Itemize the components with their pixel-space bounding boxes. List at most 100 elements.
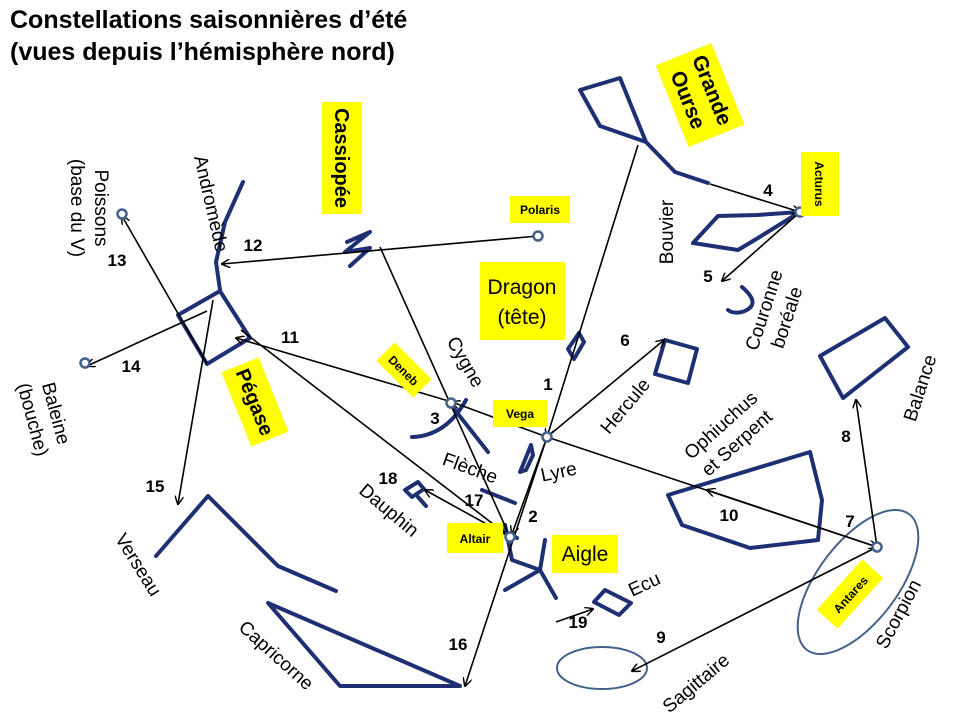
tag-cassiopee: Cassiopée <box>322 102 362 214</box>
fleche-figure <box>480 488 517 505</box>
star-antares <box>871 541 883 553</box>
number-5: 5 <box>703 267 712 286</box>
label-sagittaire: Sagittaire <box>659 650 734 718</box>
label-poissons: Poissons (base du V) <box>66 159 111 257</box>
pegase-figure <box>176 289 252 366</box>
arrow-numbers: 1 2 3 4 5 6 7 8 9 10 11 12 13 14 15 16 1… <box>108 181 855 654</box>
number-18: 18 <box>379 469 398 488</box>
number-3: 3 <box>430 409 439 428</box>
arrow-17 <box>240 329 511 538</box>
label-verseau: Verseau <box>110 530 165 600</box>
number-6: 6 <box>620 331 629 350</box>
number-12: 12 <box>244 236 263 255</box>
grande-ourse-figure <box>578 76 710 185</box>
star-deneb <box>445 397 457 409</box>
number-17: 17 <box>465 491 484 510</box>
label-dauphin: Dauphin <box>355 480 423 542</box>
label-bouvier: Bouvier <box>657 199 678 264</box>
number-9: 9 <box>656 628 665 647</box>
label-baleine: Baleine (bouche) <box>12 380 73 458</box>
arrow-6 <box>546 340 664 438</box>
title-line-2: (vues depuis l’hémisphère nord) <box>10 38 395 66</box>
number-15: 15 <box>146 477 165 496</box>
capricorne-figure <box>266 601 462 688</box>
number-1: 1 <box>543 375 552 394</box>
diagram-title: Constellations saisonnières d’été (vues … <box>10 4 407 68</box>
arrow-16 <box>465 436 548 686</box>
label-couronne: Couronne boréale <box>742 267 807 353</box>
svg-text:Vega: Vega <box>506 407 534 421</box>
number-4: 4 <box>763 181 773 200</box>
number-14: 14 <box>122 357 141 376</box>
label-andromede: Andromède <box>189 154 232 254</box>
svg-text:(tête): (tête) <box>497 306 546 329</box>
number-11: 11 <box>281 328 299 347</box>
svg-text:Poissons: Poissons <box>90 169 111 246</box>
title-line-1: Constellations saisonnières d’été <box>10 6 408 34</box>
tag-grande-ourse: Grande Ourse <box>655 42 745 148</box>
star-polaris <box>532 230 544 242</box>
star-baleine <box>79 357 91 369</box>
label-fleche: Flèche <box>439 449 500 488</box>
hercule-figure <box>653 338 699 385</box>
number-10: 10 <box>720 506 739 525</box>
ophiuchus-figure <box>666 450 824 550</box>
number-19: 19 <box>569 613 588 632</box>
arrow-4 <box>709 183 800 212</box>
arrow-5 <box>722 211 801 281</box>
tag-pegase: Pégase <box>221 357 289 447</box>
star-poissons <box>116 208 128 220</box>
arrow-14 <box>87 310 208 366</box>
highlight-tags: Grande Ourse Cassiopée Polaris Acturus D… <box>221 42 884 629</box>
arrow-10 <box>707 490 878 548</box>
bouvier-figure <box>691 210 802 252</box>
direction-arrows <box>87 144 878 686</box>
label-lyre: Lyre <box>539 459 579 487</box>
arrow-12 <box>222 235 539 264</box>
svg-text:Dragon: Dragon <box>488 276 557 299</box>
svg-text:Altair: Altair <box>460 532 491 546</box>
tag-arcturus: Acturus <box>801 152 839 216</box>
andromede-figure <box>214 180 245 292</box>
label-cygne: Cygne <box>442 333 488 391</box>
tag-deneb: Deneb <box>376 342 432 398</box>
arrow-19 <box>555 609 593 623</box>
number-2: 2 <box>528 507 537 526</box>
label-scorpion: Scorpion <box>872 576 926 652</box>
tag-altair: Altair <box>447 523 503 553</box>
verseau-figure <box>154 494 338 593</box>
scorpion-ellipse <box>796 508 920 656</box>
svg-text:Aigle: Aigle <box>562 543 609 566</box>
lyre-figure <box>518 443 535 474</box>
svg-text:Cassiopée: Cassiopée <box>330 108 352 208</box>
arrow-15 <box>178 299 214 504</box>
arrow-8 <box>856 400 878 548</box>
arrow-13 <box>122 216 208 365</box>
number-8: 8 <box>841 427 850 446</box>
couronne-boreale-figure <box>726 285 755 315</box>
number-7: 7 <box>845 512 854 531</box>
arrow-17b <box>379 246 511 538</box>
sagittaire-ellipse <box>556 646 648 690</box>
tag-dragon: Dragon (tête) <box>480 262 565 340</box>
label-hercule: Hercule <box>597 375 655 439</box>
stars <box>79 206 883 553</box>
tag-aigle: Aigle <box>552 535 618 573</box>
tag-polaris: Polaris <box>510 196 570 223</box>
label-balance: Balance <box>900 352 941 424</box>
arrow-9 <box>632 546 878 671</box>
svg-text:Polaris: Polaris <box>520 203 560 217</box>
label-ecu: Ecu <box>625 569 664 602</box>
arrow-1 <box>547 144 639 437</box>
number-13: 13 <box>108 251 127 270</box>
svg-text:(base du V): (base du V) <box>66 159 87 257</box>
label-capricorne: Capricorne <box>234 617 317 695</box>
ecu-figure <box>592 588 633 617</box>
star-vega <box>541 431 553 443</box>
star-altair <box>504 531 516 543</box>
svg-text:Acturus: Acturus <box>812 161 826 207</box>
dauphin-figure <box>403 480 428 508</box>
tag-vega: Vega <box>493 400 547 427</box>
